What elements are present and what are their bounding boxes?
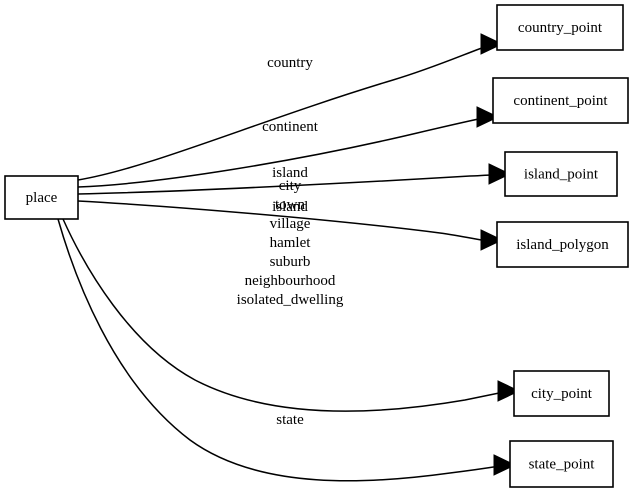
- node-country_point-box: [496, 4, 624, 51]
- node-place-label: place: [26, 190, 58, 206]
- edge-place-continent_point-line: [77, 117, 484, 188]
- edge-place-city_point-line: [62, 218, 505, 412]
- node-country_point-label: country_point: [518, 20, 603, 36]
- node-island_point[interactable]: island_point: [504, 151, 618, 197]
- edge-place-island_point-label: island: [272, 165, 308, 181]
- edge-place-island_point[interactable]: island: [77, 163, 512, 195]
- node-state_point-box: [509, 440, 614, 488]
- node-island_point-box: [504, 151, 618, 197]
- edge-place-continent_point-arrowhead-icon: [476, 106, 500, 128]
- edge-place-island_polygon-line: [77, 200, 488, 242]
- nodes-layer: place country_point continent_point island_…: [4, 4, 629, 488]
- node-continent_point-label: continent_point: [513, 93, 608, 109]
- node-place-box: [4, 175, 79, 220]
- node-place[interactable]: place: [4, 175, 79, 220]
- node-island_point-label: island_point: [524, 166, 599, 182]
- edge-place-island_point-line: [77, 174, 496, 195]
- edge-place-country_point[interactable]: country: [77, 33, 504, 181]
- node-state_point-label: state_point: [529, 456, 596, 472]
- edge-place-island_polygon-label: island: [272, 199, 308, 215]
- node-state_point[interactable]: state_point: [509, 440, 614, 488]
- edge-place-state_point[interactable]: state: [57, 218, 517, 482]
- edge-place-country_point-line: [77, 45, 488, 181]
- node-city_point[interactable]: city_point: [513, 370, 610, 417]
- node-city_point-box: [513, 370, 610, 417]
- node-island_polygon-label: island_polygon: [516, 237, 609, 253]
- edge-place-country_point-label: country: [267, 55, 313, 71]
- edge-place-state_point-line: [57, 218, 501, 482]
- node-island_polygon[interactable]: island_polygon: [496, 221, 629, 268]
- edge-place-island_point-arrowhead-icon: [488, 163, 512, 185]
- node-island_polygon-box: [496, 221, 629, 268]
- node-continent_point[interactable]: continent_point: [492, 77, 629, 124]
- edge-place-state_point-label: state: [276, 412, 304, 428]
- edge-place-country_point-arrowhead-icon: [480, 33, 504, 55]
- edge-place-island_polygon-arrowhead-icon: [480, 229, 504, 251]
- edge-place-island_polygon[interactable]: island: [77, 199, 504, 251]
- edge-place-continent_point-label: continent: [262, 119, 319, 135]
- edge-place-city_point-arrowhead-icon: [497, 380, 521, 402]
- edge-place-state_point-arrowhead-icon: [493, 454, 517, 476]
- node-city_point-label: city_point: [531, 386, 593, 402]
- node-country_point[interactable]: country_point: [496, 4, 624, 51]
- node-continent_point-box: [492, 77, 629, 124]
- edge-place-continent_point[interactable]: continent: [77, 106, 500, 188]
